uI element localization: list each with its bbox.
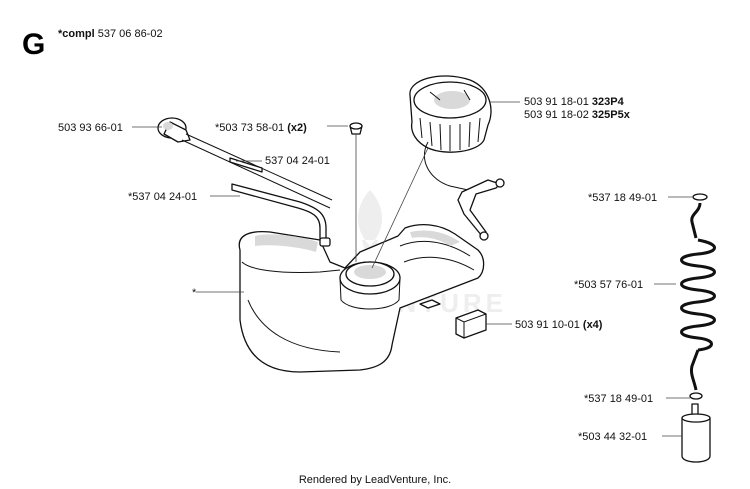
fuel-cap bbox=[409, 75, 492, 153]
filler-neck bbox=[339, 261, 401, 310]
section-letter: G bbox=[22, 28, 45, 61]
callout-o-ring-top: *537 18 49-01 bbox=[588, 192, 657, 204]
callout-cap-b-part: 503 91 18-02 bbox=[524, 109, 589, 121]
callout-tank: * bbox=[192, 287, 197, 299]
o-ring-top bbox=[692, 193, 708, 201]
grommet bbox=[349, 122, 363, 135]
compl-prefix: *compl bbox=[58, 28, 95, 40]
callout-cap-a-model: 323P4 bbox=[592, 96, 625, 108]
damper bbox=[419, 299, 487, 339]
callout-cap-b: 503 91 18-02 325P5x bbox=[524, 109, 631, 121]
callout-damper-qty: (x4) bbox=[583, 319, 603, 331]
compl-label: *compl 537 06 86-02 bbox=[58, 28, 163, 40]
compl-number: 537 06 86-02 bbox=[98, 28, 163, 40]
callout-fuel-hose-lower: *537 04 24-01 bbox=[128, 191, 197, 203]
cap-cord bbox=[423, 141, 505, 241]
callout-fuel-hose-upper: 537 04 24-01 bbox=[265, 155, 330, 167]
callout-spiral-hose: *503 57 76-01 bbox=[574, 279, 643, 291]
spiral-hose bbox=[680, 202, 716, 391]
fuel-filter bbox=[681, 403, 711, 463]
callout-damper: 503 91 10-01 (x4) bbox=[515, 319, 603, 331]
fuel-hoses bbox=[229, 157, 331, 247]
callout-cap-a: 503 91 18-01 323P4 bbox=[524, 96, 625, 108]
callout-damper-part: 503 91 10-01 bbox=[515, 319, 580, 331]
callout-cap-a-part: 503 91 18-01 bbox=[524, 96, 589, 108]
primer-bulb bbox=[157, 117, 333, 209]
callout-filter: *503 44 32-01 bbox=[578, 431, 647, 443]
o-ring-bottom bbox=[689, 392, 703, 400]
leader-lines bbox=[132, 101, 692, 437]
callout-grommet: *503 73 58-01 (x2) bbox=[215, 122, 307, 134]
callout-o-ring-bottom: *537 18 49-01 bbox=[584, 393, 653, 405]
callout-grommet-qty: (x2) bbox=[287, 122, 307, 134]
callout-cap-b-model: 325P5x bbox=[592, 109, 631, 121]
callout-primer-bulb: 503 93 66-01 bbox=[58, 122, 123, 134]
callout-grommet-part: *503 73 58-01 bbox=[215, 122, 284, 134]
fuel-tank bbox=[238, 223, 485, 373]
footer-credit: Rendered by LeadVenture, Inc. bbox=[299, 474, 451, 486]
watermark-flame-icon bbox=[357, 190, 383, 262]
